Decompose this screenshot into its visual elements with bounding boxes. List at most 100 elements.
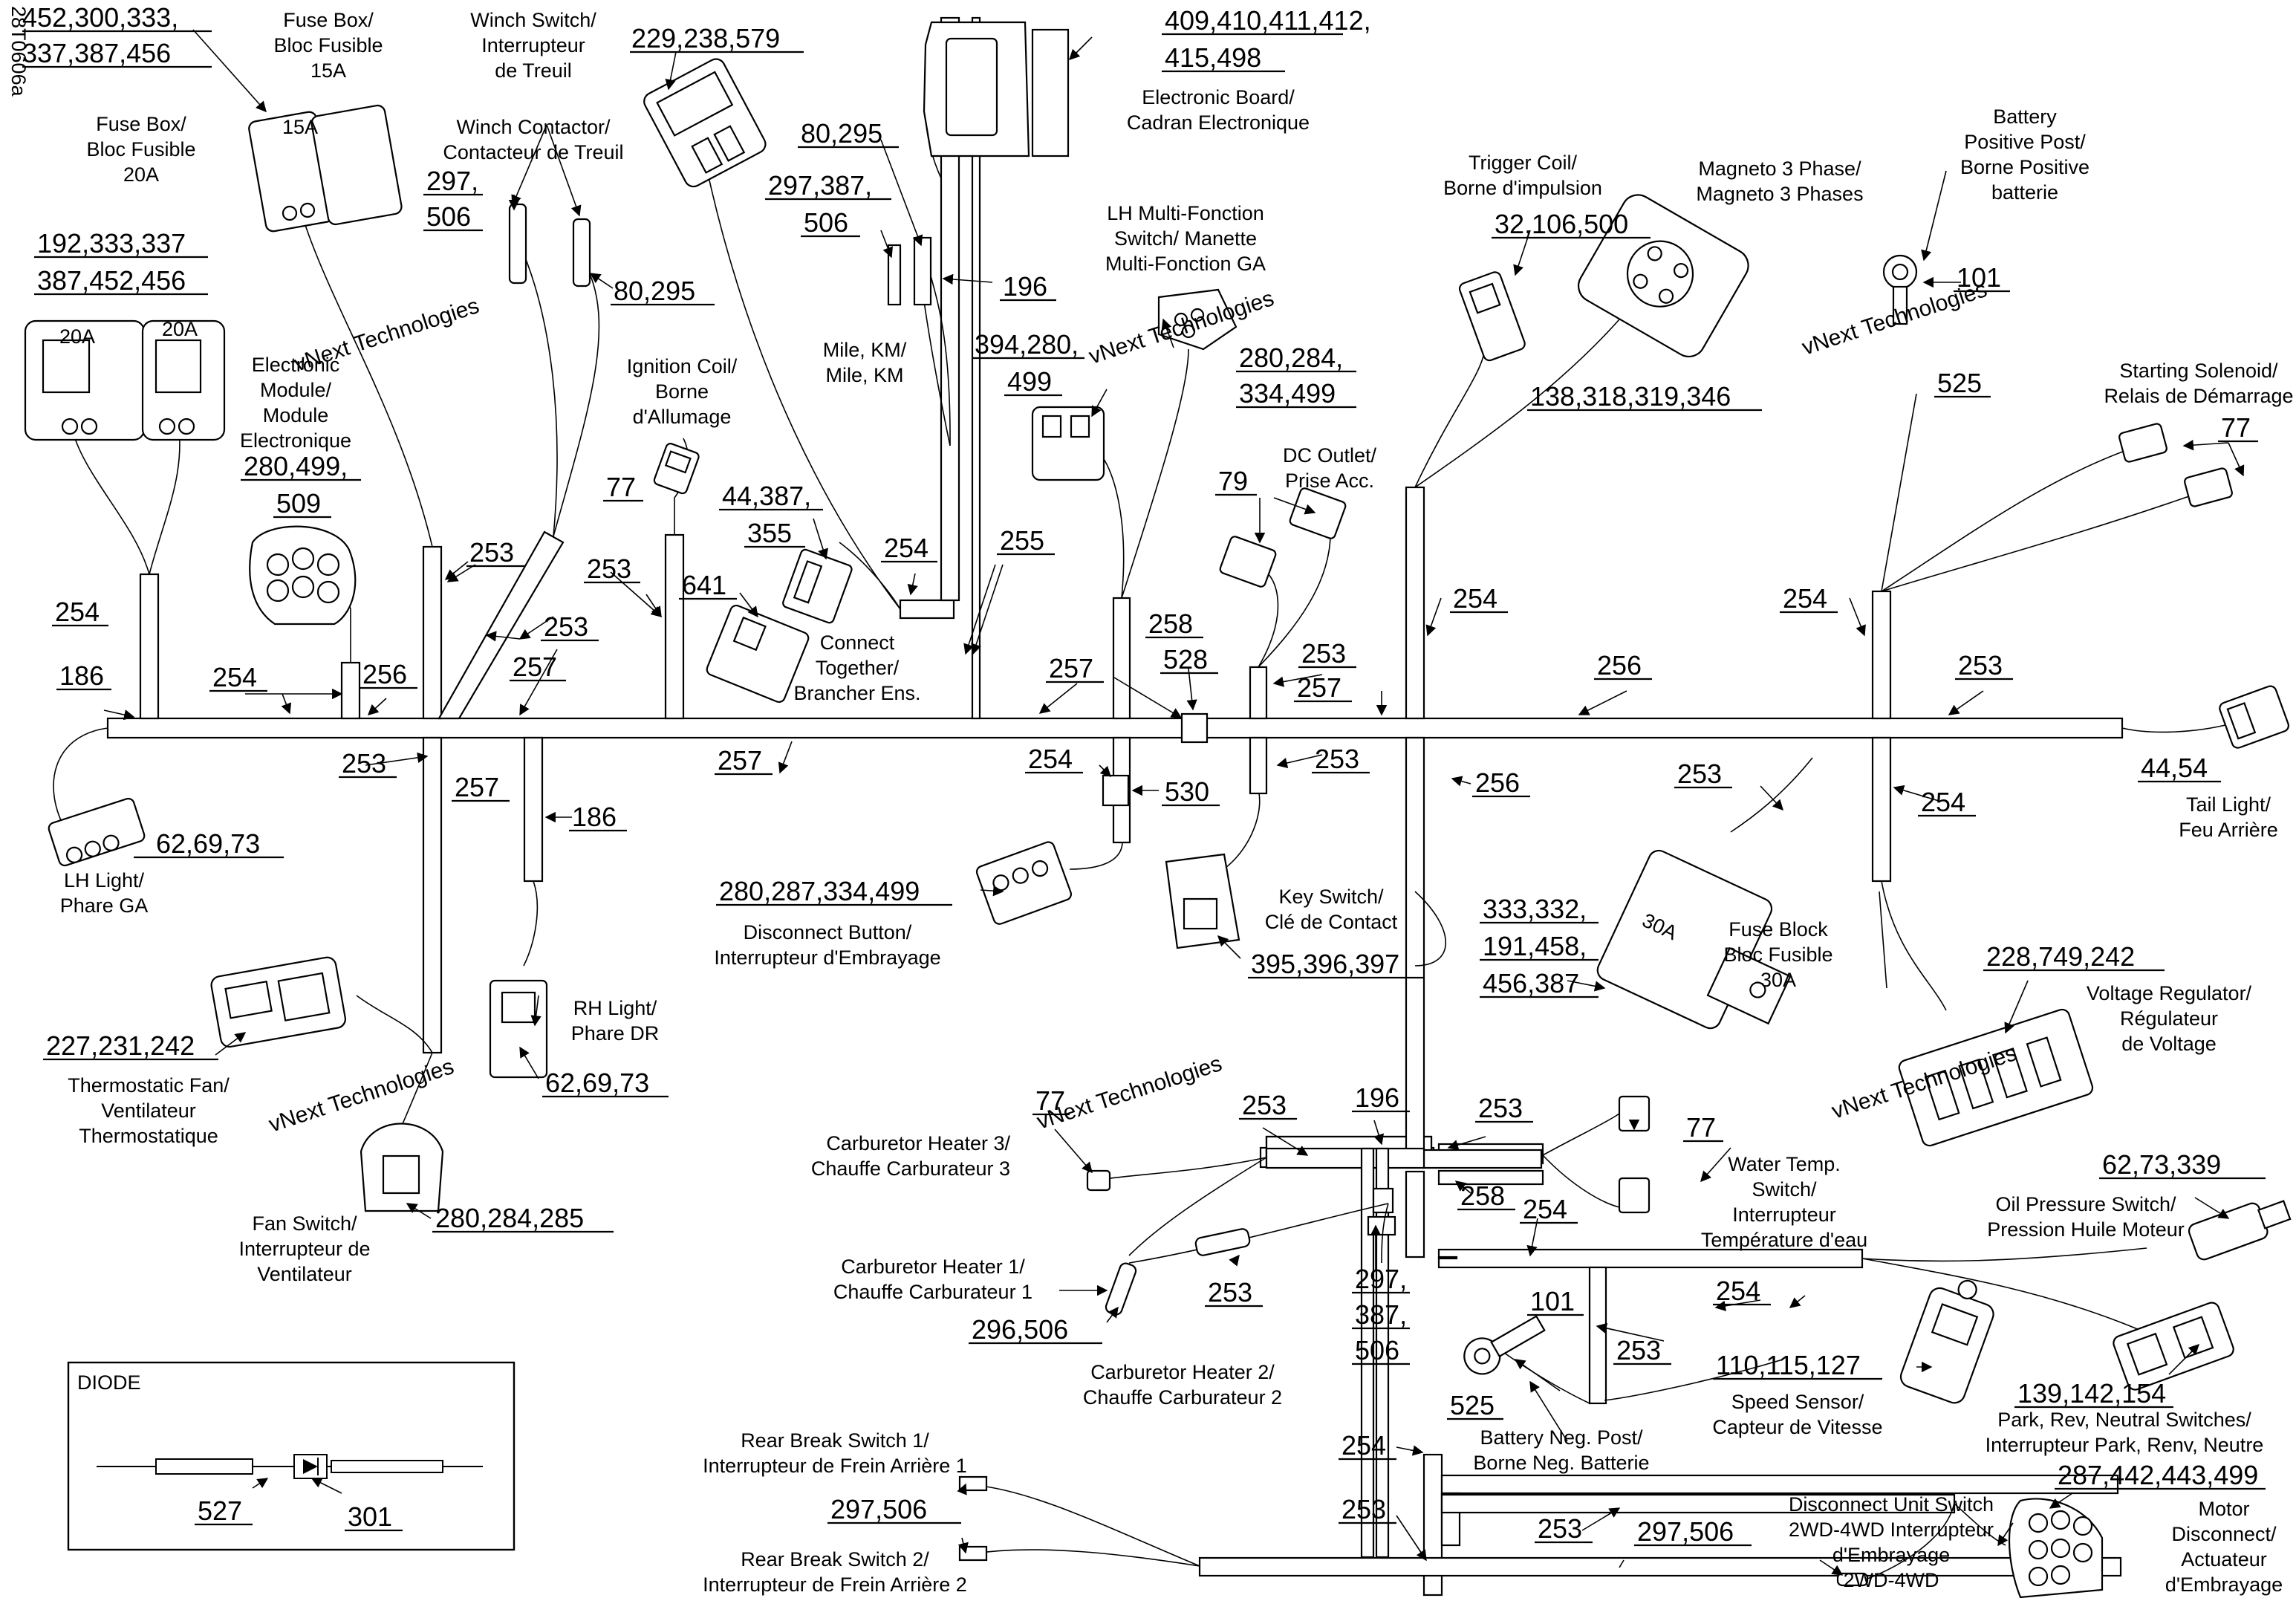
harness-253i: 253 (1242, 1090, 1287, 1120)
winch-contactor-refs-b: 80,295 (614, 276, 695, 306)
harness-256c: 256 (1475, 767, 1520, 798)
dus-label-2: 2WD-4WD Interrupteur (1789, 1519, 1994, 1541)
document-code: 28T0606a (7, 6, 30, 97)
battneg-ref-b: 525 (1450, 1390, 1495, 1420)
tail-label-2: Feu Arrière (2179, 819, 2278, 841)
motor-refs: 287,442,443,499 (2058, 1460, 2258, 1490)
harness-255: 255 (1000, 525, 1044, 556)
lh-multifunction-connector-icon (1031, 288, 1238, 481)
harness-258b: 258 (1460, 1180, 1505, 1211)
winch-switch-icon (643, 58, 767, 188)
fuse15-refs-line2: 337,387,456 (22, 38, 171, 68)
harness-254f: 254 (1028, 744, 1073, 774)
rbs1-label-2: Interrupteur de Frein Arrière 1 (703, 1455, 967, 1477)
fuse20-label-3: 20A (123, 163, 159, 186)
harness-253l: 253 (1616, 1335, 1661, 1365)
starter-ref: 77 (2221, 412, 2251, 443)
battneg-ref-a: 101 (1530, 1286, 1575, 1316)
harness-256b: 256 (1597, 650, 1642, 681)
fuse20-label-2: Bloc Fusible (86, 138, 195, 160)
water-temp-terminal-b-icon (1618, 1177, 1651, 1214)
battpos-label-3: Borne Positive (1960, 156, 2090, 178)
dus-label-4: 2WD-4WD (1844, 1569, 1939, 1591)
motor-label-2: Disconnect/ (2171, 1523, 2277, 1545)
ebrd-label-1: Electronic Board/ (1142, 86, 1295, 108)
harness-253j: 253 (1478, 1093, 1523, 1123)
ecm-refs-1: 280,499, (244, 451, 348, 481)
thermostatic-fan-connector-icon (210, 956, 346, 1048)
harness-528: 528 (1163, 644, 1208, 675)
fuse-20a-icon (24, 319, 226, 441)
trigger-coil-icon (1458, 271, 1526, 362)
harness-254g: 254 (1921, 787, 1965, 817)
park-rev-neutral-connector-icon (2113, 1302, 2234, 1391)
fan-label-3: Thermostatique (79, 1125, 218, 1147)
magneto-refs: 138,318,319,346 (1530, 381, 1731, 412)
connect-refs-a-2: 355 (747, 518, 792, 548)
fansw-label-3: Ventilateur (257, 1263, 352, 1285)
motor-label-3: Actuateur (2181, 1548, 2267, 1571)
winch-contactor-terminal-a (508, 203, 527, 285)
key-switch-connector-icon (1165, 853, 1240, 949)
connector-44-387-355-icon (782, 548, 853, 624)
rear-break-switch-2-terminal-icon (958, 1545, 988, 1562)
trigger-refs: 32,106,500 (1495, 209, 1628, 239)
ch3-label-2: Chauffe Carburateur 3 (811, 1157, 1010, 1180)
rbs2-label-2: Interrupteur de Frein Arrière 2 (703, 1573, 967, 1596)
carb-heater-splice-icon (1194, 1228, 1251, 1256)
dcout-label-2: Prise Acc. (1285, 470, 1374, 492)
tail-light-connector-icon (2219, 685, 2289, 749)
battery-negative-terminal-icon (1463, 1315, 1546, 1375)
battpos-ref-b: 525 (1937, 368, 1982, 398)
harness-254a: 254 (55, 597, 100, 627)
mile-label-1: Mile, KM/ (823, 339, 907, 361)
ch1-label-2: Chauffe Carburateur 1 (833, 1281, 1032, 1303)
connect-together-641-icon (706, 604, 810, 704)
ign-ref: 77 (606, 472, 636, 502)
harness-253e: 253 (1958, 650, 2003, 681)
battpos-ref-a: 101 (1957, 262, 2001, 293)
harness-254h: 254 (1523, 1194, 1567, 1224)
winch-switch-label-1: Winch Switch/ (470, 9, 596, 31)
disconnect-button-connector-icon (975, 841, 1073, 925)
ecm-connector-icon (249, 525, 357, 626)
vreg-refs: 228,749,242 (1986, 941, 2135, 972)
starter-label-1: Starting Solenoid/ (2119, 360, 2278, 382)
voltage-regulator-connector-icon (1898, 1008, 2094, 1147)
ch3-ref: 77 (1035, 1085, 1065, 1116)
fuse-15a-icon (248, 104, 403, 233)
fuse30-label-3: 30A (1760, 969, 1796, 991)
harness-253g: 253 (1315, 744, 1359, 774)
magneto-label-1: Magneto 3 Phase/ (1698, 157, 1861, 180)
fuse15-label-1: Fuse Box/ (283, 9, 374, 31)
disconnect-unit-switch-terminal-icon (1836, 1572, 1869, 1587)
oilp-label-1: Oil Pressure Switch/ (1995, 1193, 2176, 1215)
winch-contactor-terminal-b (572, 218, 591, 288)
trigger-label-1: Trigger Coil/ (1469, 152, 1578, 174)
harness-253b: 253 (544, 611, 588, 642)
fuse-block-30a-icon (1596, 849, 1792, 1030)
lhmfs-refs-b-2: 334,499 (1239, 378, 1336, 409)
connect-ref-b: 641 (682, 570, 726, 600)
dcout-label-1: DC Outlet/ (1283, 444, 1377, 467)
disc-refs: 280,287,334,499 (719, 876, 920, 906)
ign-label-1: Ignition Coil/ (627, 355, 738, 377)
harness-branches (139, 16, 2122, 1597)
disc-label-1: Disconnect Button/ (744, 921, 912, 943)
harness-257e: 257 (718, 745, 762, 776)
harness-256a: 256 (362, 659, 407, 689)
park-refs: 139,142,154 (2017, 1378, 2166, 1409)
lhmfs-label-1: LH Multi-Fonction (1107, 202, 1264, 224)
rhlight-label-1: RH Light/ (573, 997, 657, 1019)
ebrd-refs-2: 415,498 (1165, 42, 1261, 73)
harness-253n: 253 (1538, 1513, 1582, 1544)
winch-switch-label-2: Interrupteur (481, 34, 585, 56)
water-label-3: Interrupteur (1732, 1204, 1836, 1226)
mile-ref-c: 196 (1003, 271, 1047, 302)
tail-refs: 44,54 (2141, 753, 2208, 783)
labels: 452,300,333, 337,387,456 Fuse Box/ Bloc … (22, 2, 2294, 1596)
watermark-4: vNext Technologies (266, 1054, 457, 1137)
magneto-label-2: Magneto 3 Phases (1696, 183, 1863, 205)
harness-254d: 254 (1453, 583, 1497, 614)
diode-ref-b: 301 (348, 1501, 392, 1532)
